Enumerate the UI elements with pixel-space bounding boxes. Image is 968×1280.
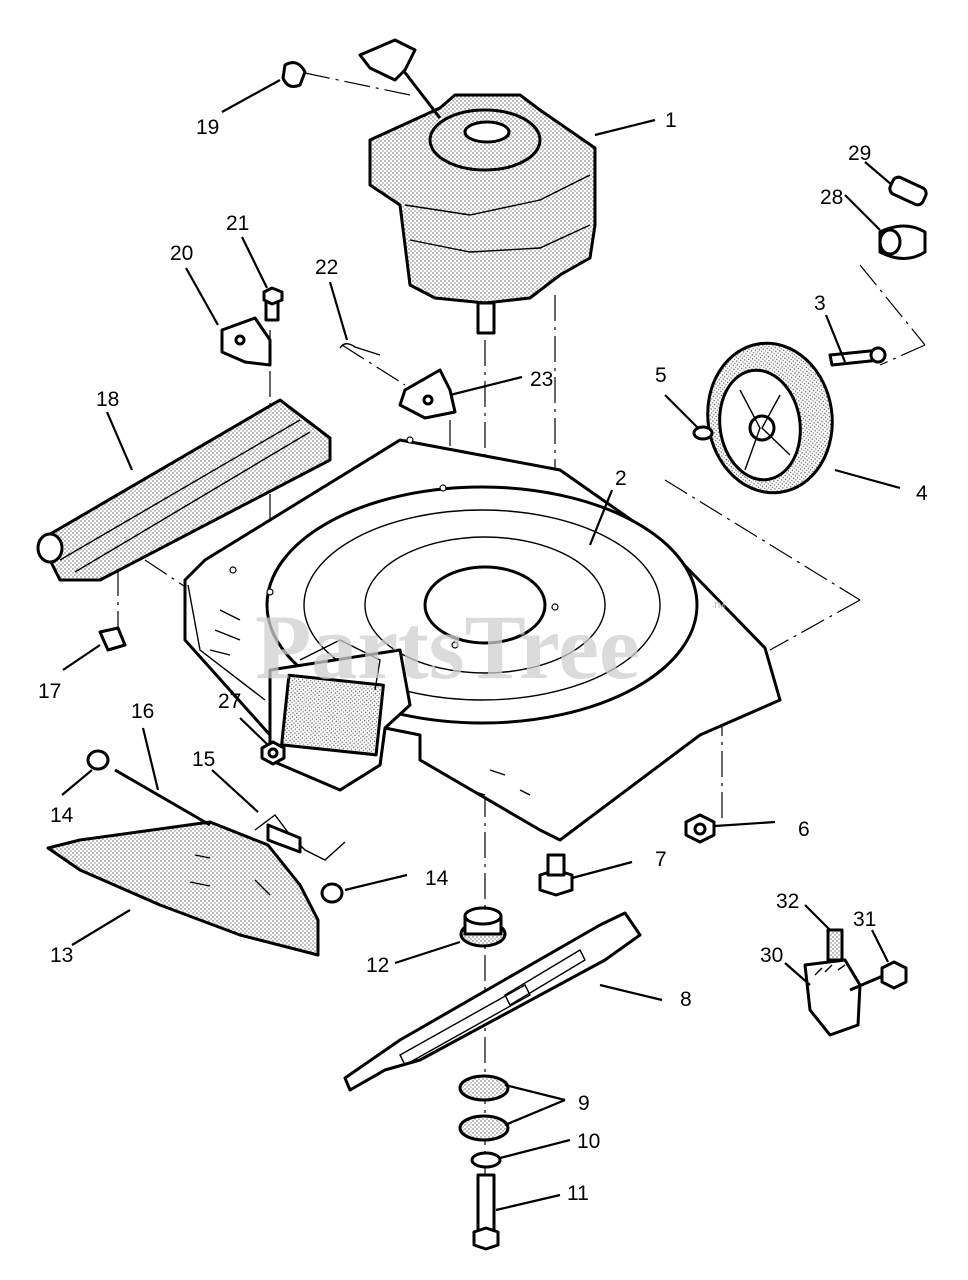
callout-29: 29 bbox=[848, 142, 871, 165]
callout-21: 21 bbox=[226, 212, 249, 235]
blade-hardware bbox=[458, 906, 510, 1251]
nut-part-27 bbox=[260, 740, 286, 766]
callout-5: 5 bbox=[655, 364, 667, 387]
callout-2: 2 bbox=[615, 467, 627, 490]
callout-23: 23 bbox=[530, 368, 553, 391]
callout-14-left: 14 bbox=[50, 804, 74, 827]
callout-20: 20 bbox=[170, 242, 193, 265]
callout-labels: 1 2 3 4 5 6 7 8 9 10 11 12 13 14 14 15 1… bbox=[38, 109, 928, 1205]
watermark-text: PartsTree bbox=[255, 596, 640, 698]
callout-32: 32 bbox=[776, 890, 799, 913]
height-adjuster-assembly bbox=[803, 928, 908, 1037]
callout-7: 7 bbox=[655, 848, 667, 871]
callout-22: 22 bbox=[315, 256, 338, 279]
discharge-deflector-assembly bbox=[46, 749, 346, 957]
callout-31: 31 bbox=[853, 908, 876, 931]
callout-4: 4 bbox=[916, 482, 928, 505]
callout-18: 18 bbox=[96, 388, 119, 411]
callout-3: 3 bbox=[814, 292, 826, 315]
blade-part-8 bbox=[343, 911, 642, 1092]
callout-1: 1 bbox=[665, 109, 677, 132]
callout-15: 15 bbox=[192, 748, 215, 771]
mower-deck-part-2 bbox=[183, 436, 782, 842]
callout-9: 9 bbox=[578, 1092, 590, 1115]
callout-6: 6 bbox=[798, 818, 810, 841]
handle-brackets bbox=[220, 286, 457, 420]
callout-11: 11 bbox=[567, 1182, 589, 1205]
rear-hinge-parts bbox=[36, 61, 332, 652]
callout-13: 13 bbox=[50, 944, 73, 967]
callout-30: 30 bbox=[760, 944, 783, 967]
callout-10: 10 bbox=[577, 1130, 600, 1153]
wheel-assembly bbox=[692, 341, 887, 495]
callout-19: 19 bbox=[196, 116, 219, 139]
leader-lines bbox=[61, 79, 901, 1212]
callout-8: 8 bbox=[680, 988, 692, 1011]
callout-17: 17 bbox=[38, 680, 61, 703]
callout-27: 27 bbox=[218, 690, 241, 713]
engine-part-1 bbox=[358, 38, 597, 335]
watermark-trademark: ™ bbox=[712, 599, 726, 615]
callout-16: 16 bbox=[131, 700, 154, 723]
callout-28: 28 bbox=[820, 186, 843, 209]
bushing-and-key bbox=[878, 175, 928, 260]
nut-and-bolt bbox=[538, 813, 716, 897]
callout-12: 12 bbox=[366, 954, 389, 977]
callout-14-right: 14 bbox=[425, 867, 449, 890]
